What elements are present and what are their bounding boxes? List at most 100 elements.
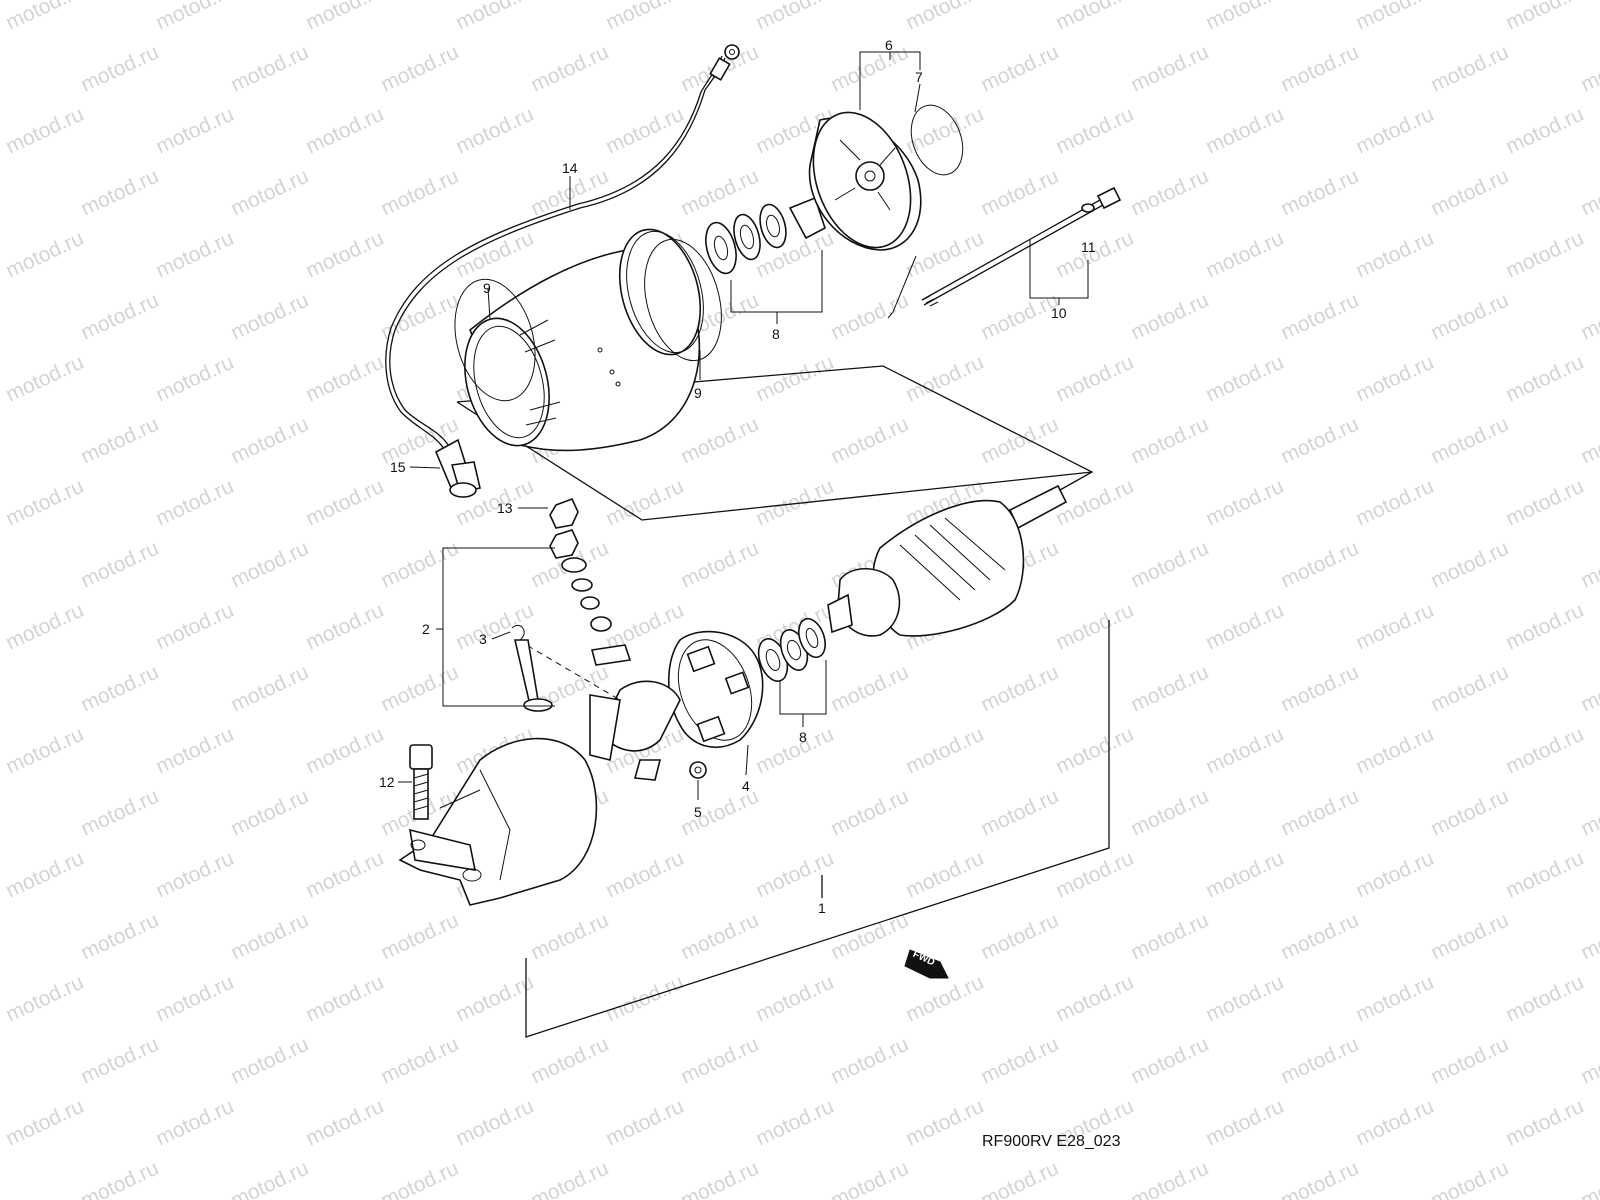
- watermark-text: motod.ru: [1502, 351, 1587, 407]
- watermark-text: motod.ru: [677, 1033, 762, 1089]
- fwd-arrow: [904, 949, 949, 979]
- watermark-text: motod.ru: [1502, 0, 1587, 35]
- watermark-text: motod.ru: [152, 103, 237, 159]
- watermark-text: motod.ru: [902, 0, 987, 35]
- watermark-text: motod.ru: [1202, 227, 1287, 283]
- watermark-text: motod.ru: [1202, 723, 1287, 779]
- watermark-text: motod.ru: [302, 599, 387, 655]
- watermark-text: motod.ru: [1352, 351, 1437, 407]
- watermark-text: motod.ru: [1127, 537, 1212, 593]
- watermark-text: motod.ru: [1277, 413, 1362, 469]
- terminal-stack: [511, 497, 612, 712]
- watermark-text: motod.ru: [2, 351, 87, 407]
- watermark-text: motod.ru: [1577, 165, 1600, 221]
- watermark-text: motod.ru: [452, 103, 537, 159]
- rear-end-cover: [808, 111, 922, 251]
- watermark-text: motod.ru: [527, 909, 612, 965]
- watermark-text: motod.ru: [77, 909, 162, 965]
- watermark-text: motod.ru: [1577, 289, 1600, 345]
- watermark-text: motod.ru: [1352, 227, 1437, 283]
- callout-8-lower: 8: [799, 729, 807, 745]
- watermark-text: motod.ru: [1352, 475, 1437, 531]
- watermark-text: motod.ru: [1427, 1033, 1512, 1089]
- watermark-text: motod.ru: [752, 971, 837, 1027]
- callout-14: 14: [562, 160, 578, 176]
- watermark-text: motod.ru: [902, 847, 987, 903]
- callout-15: 15: [390, 459, 406, 475]
- watermark-text: motod.ru: [1127, 413, 1212, 469]
- watermark-text: motod.ru: [377, 661, 462, 717]
- watermark-text: motod.ru: [1202, 847, 1287, 903]
- drawing-code: RF900RV E28_023: [982, 1133, 1121, 1150]
- watermark-text: motod.ru: [1277, 1157, 1362, 1200]
- watermark-text: motod.ru: [2, 227, 87, 283]
- watermark-text: motod.ru: [752, 847, 837, 903]
- callout-leaders: [398, 51, 1089, 800]
- callout-13: 13: [497, 500, 513, 516]
- callout-1: 1: [818, 900, 826, 916]
- watermark-text: motod.ru: [752, 351, 837, 407]
- watermark-text: motod.ru: [752, 1095, 837, 1151]
- watermark-text: motod.ru: [227, 1033, 312, 1089]
- watermark-text: motod.ru: [452, 0, 537, 35]
- watermark-text: motod.ru: [1127, 785, 1212, 841]
- watermark-text: motod.ru: [1202, 1095, 1287, 1151]
- watermark-text: motod.ru: [77, 785, 162, 841]
- watermark-text: motod.ru: [77, 1033, 162, 1089]
- watermark-text: motod.ru: [1202, 475, 1287, 531]
- watermark-text: motod.ru: [602, 103, 687, 159]
- watermark-text: motod.ru: [977, 41, 1062, 97]
- brush-plate: [517, 639, 681, 781]
- watermark-text: motod.ru: [1277, 1033, 1362, 1089]
- watermark-text: motod.ru: [677, 537, 762, 593]
- watermark-text: motod.ru: [1352, 1095, 1437, 1151]
- watermark-text: motod.ru: [302, 723, 387, 779]
- watermark-text: motod.ru: [77, 289, 162, 345]
- watermark-text: motod.ru: [1427, 289, 1512, 345]
- watermark-text: motod.ru: [1427, 785, 1512, 841]
- watermark-text: motod.ru: [977, 785, 1062, 841]
- watermark-text: motod.ru: [902, 1095, 987, 1151]
- watermark-text: motod.ru: [602, 1095, 687, 1151]
- washer-set-upper: [705, 196, 826, 275]
- watermark-text: motod.ru: [1127, 165, 1212, 221]
- watermark-text: motod.ru: [302, 847, 387, 903]
- watermark-text: motod.ru: [152, 475, 237, 531]
- watermark-text: motod.ru: [827, 1157, 912, 1200]
- watermark-text: motod.ru: [152, 227, 237, 283]
- front-end-cover: [398, 737, 598, 906]
- watermark-text: motod.ru: [1352, 0, 1437, 35]
- watermark-text: motod.ru: [377, 909, 462, 965]
- watermark-text: motod.ru: [1127, 289, 1212, 345]
- watermark-text: motod.ru: [827, 909, 912, 965]
- watermark-text: motod.ru: [1052, 0, 1137, 35]
- watermark-text: motod.ru: [2, 475, 87, 531]
- watermark-text: motod.ru: [527, 41, 612, 97]
- watermark-text: motod.ru: [1577, 413, 1600, 469]
- watermark-text: motod.ru: [1502, 971, 1587, 1027]
- watermark-text: motod.ru: [1052, 723, 1137, 779]
- watermark-text: motod.ru: [77, 41, 162, 97]
- watermark-text: motod.ru: [1277, 165, 1362, 221]
- watermark-text: motod.ru: [302, 103, 387, 159]
- watermark-text: motod.ru: [377, 41, 462, 97]
- watermark-text: motod.ru: [1502, 103, 1587, 159]
- watermark-text: motod.ru: [1577, 1033, 1600, 1089]
- watermark-text: motod.ru: [1427, 1157, 1512, 1200]
- watermark-text: motod.ru: [1277, 661, 1362, 717]
- watermark-text: motod.ru: [227, 785, 312, 841]
- watermark-text: motod.ru: [827, 661, 912, 717]
- watermark-text: motod.ru: [977, 909, 1062, 965]
- watermark-text: motod.ru: [902, 971, 987, 1027]
- watermark-text: motod.ru: [227, 289, 312, 345]
- watermark-text: motod.ru: [1427, 413, 1512, 469]
- watermark-text: motod.ru: [527, 1033, 612, 1089]
- watermark-text: motod.ru: [1127, 41, 1212, 97]
- watermark-text: motod.ru: [152, 847, 237, 903]
- watermark-text: motod.ru: [1427, 41, 1512, 97]
- watermark-text: motod.ru: [902, 351, 987, 407]
- watermark-text: motod.ru: [1277, 537, 1362, 593]
- watermark-text: motod.ru: [1277, 41, 1362, 97]
- watermark-text: motod.ru: [377, 165, 462, 221]
